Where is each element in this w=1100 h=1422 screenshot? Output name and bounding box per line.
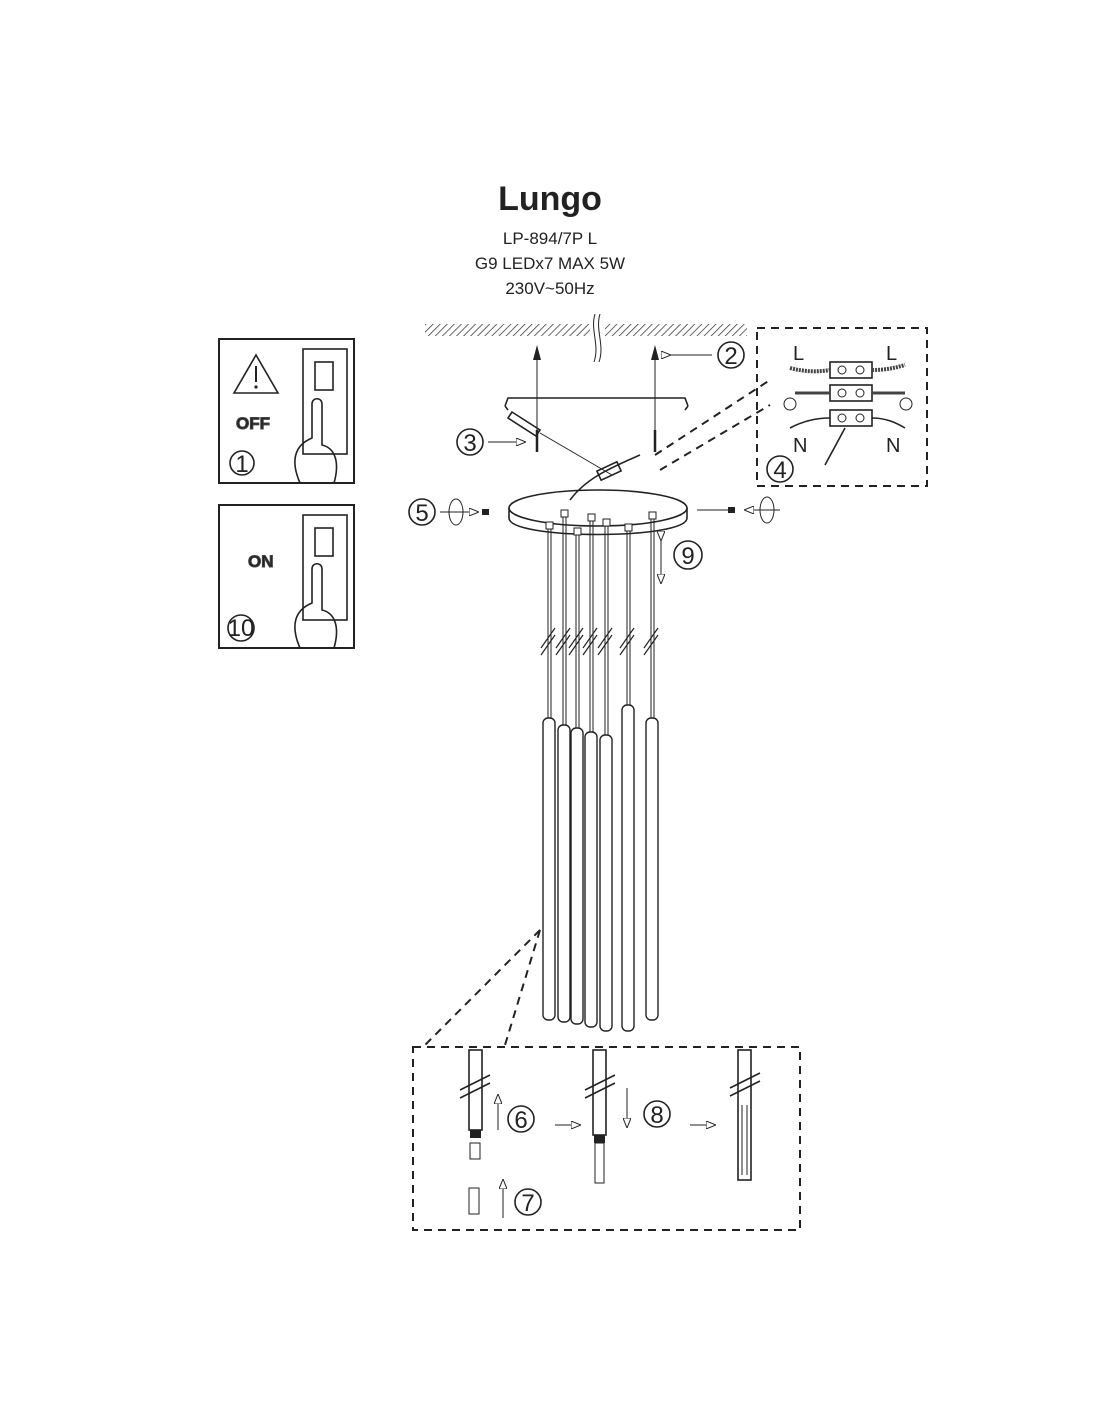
ceiling-canopy bbox=[508, 489, 688, 536]
svg-text:5: 5 bbox=[415, 500, 428, 527]
svg-text:8: 8 bbox=[650, 1102, 663, 1129]
wall-switch-icon bbox=[302, 348, 348, 455]
svg-text:4: 4 bbox=[773, 457, 786, 484]
ceiling bbox=[425, 313, 747, 363]
cable-anchor bbox=[573, 527, 582, 536]
pendant-tube-7 bbox=[645, 717, 659, 1021]
g9-bulb-icon bbox=[468, 1187, 480, 1215]
height-adjust: 9 bbox=[661, 540, 703, 583]
mounting-bracket bbox=[504, 397, 689, 411]
switch-on-panel: ON 10 bbox=[218, 504, 355, 649]
power-cable bbox=[569, 454, 641, 501]
screwdriver-icon bbox=[506, 410, 613, 476]
neutral-right-label: N bbox=[886, 435, 900, 457]
svg-text:10: 10 bbox=[228, 615, 255, 642]
hand-icon bbox=[294, 562, 338, 649]
live-right-label: L bbox=[886, 343, 897, 365]
off-label: OFF bbox=[236, 414, 270, 433]
live-left-label: L bbox=[793, 343, 804, 365]
warning-icon bbox=[232, 353, 280, 394]
svg-text:2: 2 bbox=[724, 343, 737, 370]
wall-plugs: 2 bbox=[533, 341, 745, 445]
g9-bulb-icon bbox=[469, 1142, 481, 1160]
voltage-spec: 230V~50Hz bbox=[505, 279, 595, 298]
wall-switch-icon bbox=[302, 514, 348, 621]
pendant-tube-5 bbox=[599, 734, 613, 1032]
ground-icon bbox=[899, 397, 913, 411]
screws: 3 bbox=[456, 428, 657, 457]
pendant-tube-3 bbox=[570, 727, 584, 1025]
cable-anchor bbox=[560, 509, 569, 518]
fixing-screws: 5 bbox=[408, 496, 780, 527]
hand-icon bbox=[294, 397, 338, 484]
pendant-tube-2 bbox=[557, 724, 571, 1023]
svg-text:9: 9 bbox=[681, 543, 694, 570]
bulb-replacement-detail: 6 7 8 bbox=[412, 929, 801, 1231]
svg-text:1: 1 bbox=[235, 451, 248, 478]
ground-icon bbox=[783, 397, 797, 411]
cable-anchor bbox=[648, 511, 657, 520]
cable-anchor bbox=[545, 521, 554, 530]
pendant-tube-4 bbox=[584, 731, 598, 1028]
svg-text:3: 3 bbox=[463, 430, 476, 457]
terminal-block bbox=[829, 361, 873, 379]
cable-connector bbox=[595, 460, 623, 482]
svg-text:6: 6 bbox=[514, 1107, 527, 1134]
pendant-tube-1 bbox=[542, 717, 556, 1021]
wiring-detail: L L N N 4 bbox=[654, 327, 928, 487]
cable-anchor bbox=[624, 523, 633, 532]
screwdriver-icon bbox=[824, 427, 846, 466]
svg-text:7: 7 bbox=[521, 1190, 534, 1217]
switch-off-panel: OFF 1 bbox=[218, 338, 355, 484]
bulb-spec: G9 LEDx7 MAX 5W bbox=[474, 254, 626, 273]
cable-anchor bbox=[587, 513, 596, 522]
model-number: LP-894/7P L bbox=[502, 229, 598, 248]
neutral-left-label: N bbox=[793, 435, 807, 457]
pendant-tubes bbox=[540, 509, 659, 1032]
on-label: ON bbox=[248, 552, 274, 571]
cable-anchor bbox=[602, 518, 611, 527]
pendant-tube-6 bbox=[621, 704, 635, 1032]
product-title: Lungo bbox=[498, 180, 602, 218]
